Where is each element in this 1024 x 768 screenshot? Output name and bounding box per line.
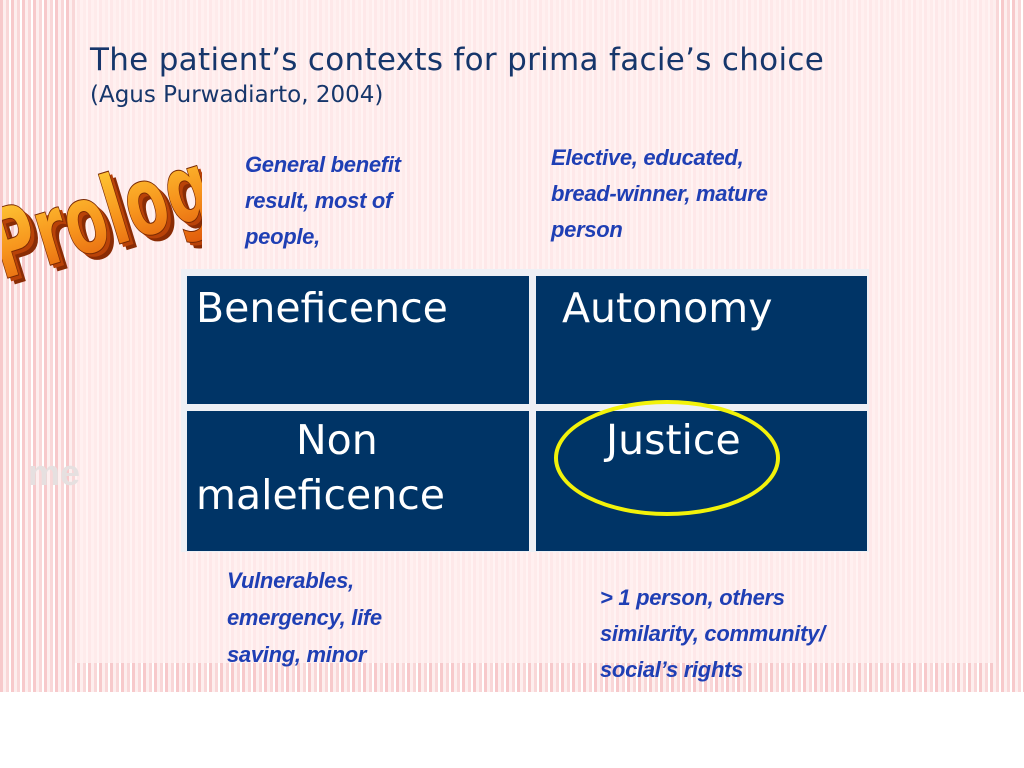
non-maleficence-note-line: saving, minor (227, 642, 367, 667)
justice-note: > 1 person, others similarity, community… (600, 580, 825, 688)
grid-cell-non-maleficence: Non maleficence (187, 411, 529, 551)
beneficence-note-line: result, most of (245, 188, 393, 213)
autonomy-note-line: Elective, educated, (551, 145, 744, 170)
non-maleficence-note-line: Vulnerables, (227, 568, 354, 593)
grid-cell-label: Beneficence (196, 284, 448, 332)
autonomy-note-line: bread-winner, mature (551, 181, 768, 206)
justice-note-line: > 1 person, others (600, 585, 785, 610)
justice-highlight-ellipse (554, 400, 780, 516)
page-title: The patient’s contexts for prima facie’s… (90, 42, 825, 78)
watermark-text: me (28, 452, 81, 493)
non-maleficence-note-line: emergency, life (227, 605, 382, 630)
grid-cell-autonomy: Autonomy (536, 276, 867, 404)
beneficence-note-line: General benefit (245, 152, 401, 177)
autonomy-note-line: person (551, 217, 623, 242)
slide: me Prolog Prolog Prolog The patient’s co… (0, 0, 1024, 692)
non-maleficence-note: Vulnerables, emergency, life saving, min… (227, 562, 382, 673)
beneficence-note-line: people, (245, 224, 320, 249)
page-subtitle: (Agus Purwadiarto, 2004) (90, 82, 384, 108)
justice-note-line: similarity, community/ (600, 621, 825, 646)
justice-note-line: social’s rights (600, 657, 744, 682)
grid-cell-label: maleficence (196, 471, 446, 519)
grid-cell-label: Autonomy (562, 284, 773, 332)
principles-grid: Beneficence Autonomy Non maleficence Jus… (181, 269, 869, 552)
prolog-logo: Prolog Prolog Prolog (2, 130, 202, 300)
grid-cell-label: Non (296, 416, 378, 464)
beneficence-note: General benefit result, most of people, (245, 146, 401, 256)
grid-cell-beneficence: Beneficence (187, 276, 529, 404)
autonomy-note: Elective, educated, bread-winner, mature… (551, 140, 768, 248)
